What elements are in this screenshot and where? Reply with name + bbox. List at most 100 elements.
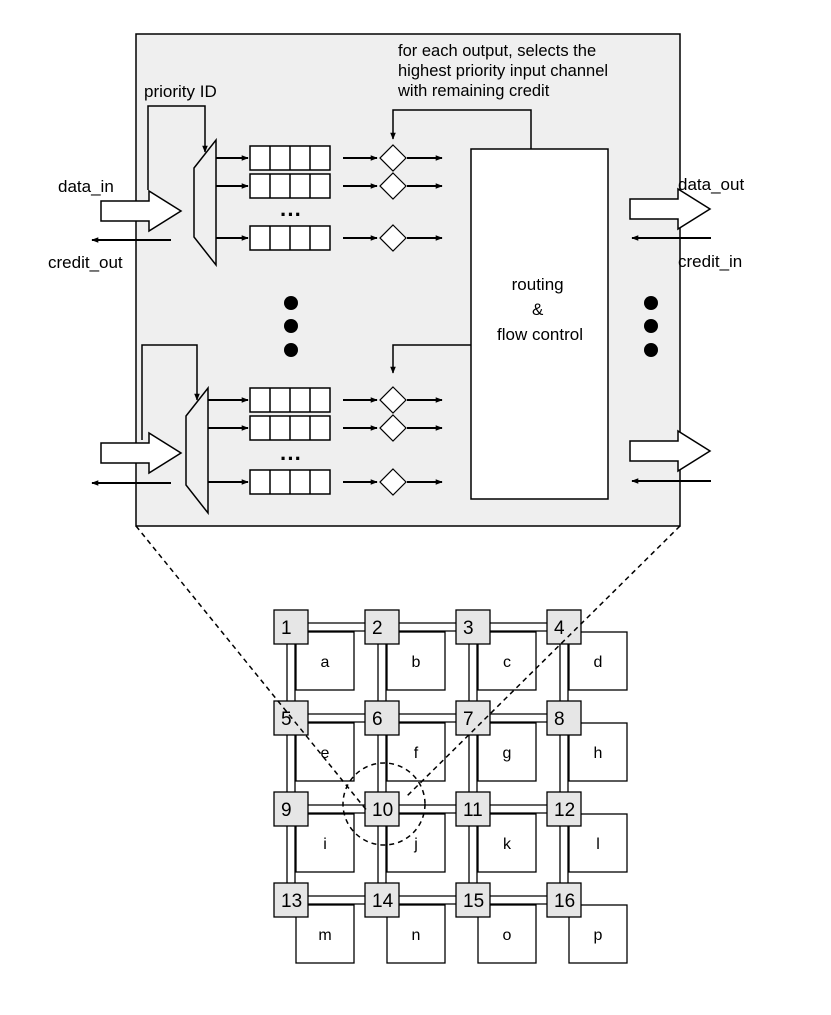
router-node-1: 1 bbox=[273, 609, 309, 645]
router-node-8: 8 bbox=[546, 700, 582, 736]
router-box bbox=[455, 882, 491, 918]
core-label: i bbox=[323, 836, 327, 853]
router-box bbox=[364, 700, 400, 736]
data-in-arrow bbox=[100, 189, 183, 233]
zoom-circle bbox=[342, 762, 426, 846]
port-ellipsis-dot bbox=[644, 296, 658, 310]
core-label: n bbox=[412, 927, 421, 944]
router-number: 10 bbox=[372, 800, 393, 821]
router-number: 4 bbox=[554, 618, 565, 639]
router-node-16: 16 bbox=[546, 882, 582, 918]
input-port-1: ··· bbox=[147, 105, 443, 268]
router-number: 14 bbox=[372, 891, 394, 912]
credit-in-label: credit_in bbox=[678, 252, 742, 271]
router-node-15: 15 bbox=[455, 882, 491, 918]
arbiter-diamond bbox=[379, 468, 407, 496]
router-node-10: 10 bbox=[364, 791, 400, 827]
router-box bbox=[273, 882, 309, 918]
core-label: b bbox=[412, 654, 421, 671]
router-node-4: 4 bbox=[546, 609, 582, 645]
arbiter-diamond bbox=[379, 414, 407, 442]
data-out-arrow bbox=[629, 187, 712, 231]
router-node-9: 9 bbox=[273, 791, 309, 827]
data-out-arrow bbox=[629, 429, 712, 473]
arbiter-diamond bbox=[379, 144, 407, 172]
router-node-6: 6 bbox=[364, 700, 400, 736]
demux bbox=[185, 385, 209, 516]
core-label: a bbox=[321, 654, 330, 671]
router-number: 16 bbox=[554, 891, 575, 912]
port-ellipsis-dot bbox=[284, 296, 298, 310]
arbiter-feedback-line-top bbox=[390, 109, 532, 149]
arbiter-diamond bbox=[379, 224, 407, 252]
zoom-line-right bbox=[404, 525, 681, 799]
router-number: 2 bbox=[372, 618, 383, 639]
data-in-arrow bbox=[100, 431, 183, 475]
router-box bbox=[546, 882, 582, 918]
router-number: 9 bbox=[281, 800, 292, 821]
zoom-line-left bbox=[135, 525, 369, 813]
priority-line bbox=[141, 344, 200, 440]
router-number: 6 bbox=[372, 709, 383, 730]
core-label: d bbox=[594, 654, 603, 671]
router-box bbox=[273, 609, 309, 645]
router-number: 8 bbox=[554, 709, 565, 730]
port-ellipsis-dot bbox=[644, 319, 658, 333]
port-ellipsis-dot bbox=[284, 343, 298, 357]
router-number: 12 bbox=[554, 800, 575, 821]
router-node-7: 7 bbox=[455, 700, 491, 736]
core-o: o bbox=[477, 904, 537, 964]
router-box bbox=[364, 609, 400, 645]
core-label: m bbox=[318, 927, 331, 944]
row-ellipsis: ··· bbox=[280, 202, 302, 227]
router-ports: ··· ··· bbox=[91, 105, 712, 516]
core-label: l bbox=[596, 836, 600, 853]
input-port-2: ··· bbox=[141, 344, 443, 516]
router-box bbox=[455, 609, 491, 645]
router-node-12: 12 bbox=[546, 791, 582, 827]
router-node-11: 11 bbox=[455, 791, 491, 827]
arbiter-diamond bbox=[379, 386, 407, 414]
arbiter-feedback-line-bottom bbox=[390, 344, 471, 374]
router-number: 13 bbox=[281, 891, 302, 912]
router-node-3: 3 bbox=[455, 609, 491, 645]
router-node-14: 14 bbox=[364, 882, 400, 918]
router-box bbox=[546, 700, 582, 736]
router-number: 11 bbox=[463, 800, 483, 821]
demux bbox=[193, 137, 217, 268]
core-label: c bbox=[503, 654, 511, 671]
core-label: o bbox=[503, 927, 512, 944]
core-label: g bbox=[503, 745, 512, 762]
router-box bbox=[546, 609, 582, 645]
router-box bbox=[546, 791, 582, 827]
credit-out-label: credit_out bbox=[48, 253, 123, 272]
arbiter-diamond bbox=[379, 172, 407, 200]
data-out-label: data_out bbox=[678, 175, 744, 194]
mesh-network: a1 b 2 c 3 d 4 e 5 f 6 g 7 h 8 i 9 j 10 k 11 l 12 m 13 n 14 o 15 p 16 bbox=[273, 609, 628, 964]
core-box bbox=[477, 904, 537, 964]
router-box bbox=[273, 791, 309, 827]
router-box bbox=[364, 882, 400, 918]
router-number: 3 bbox=[463, 618, 474, 639]
core-label: e bbox=[321, 745, 330, 762]
router-box bbox=[455, 791, 491, 827]
router-number: 15 bbox=[463, 891, 484, 912]
router-box bbox=[455, 700, 491, 736]
priority-line bbox=[147, 105, 208, 190]
core-label: k bbox=[503, 836, 512, 853]
port-ellipsis-dot bbox=[284, 319, 298, 333]
router-number: 7 bbox=[463, 709, 474, 730]
core-label: h bbox=[594, 745, 603, 762]
routing-block-label: routing & flow control bbox=[497, 275, 583, 344]
port-ellipsis-dot bbox=[644, 343, 658, 357]
router-node-13: 13 bbox=[273, 882, 309, 918]
core-label: j bbox=[413, 836, 418, 853]
data-in-label: data_in bbox=[58, 177, 114, 196]
core-label: p bbox=[594, 927, 603, 944]
routing-flow-control-block bbox=[470, 148, 609, 500]
priority-id-label: priority ID bbox=[144, 82, 217, 101]
row-ellipsis: ··· bbox=[280, 446, 302, 471]
core-label: f bbox=[414, 745, 419, 762]
router-number: 5 bbox=[281, 709, 292, 730]
